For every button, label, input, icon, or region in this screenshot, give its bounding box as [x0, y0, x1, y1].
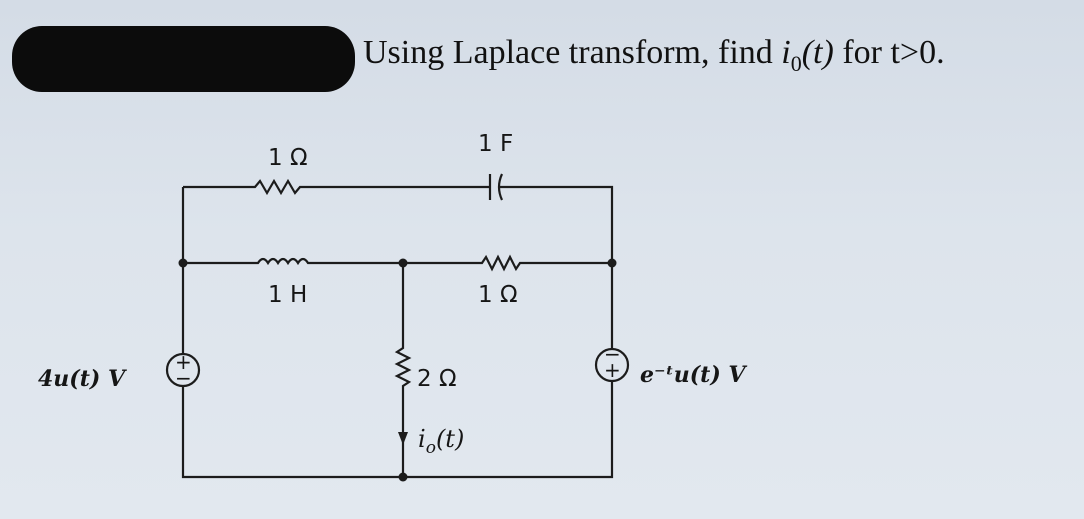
capacitor-label: 1 F: [478, 131, 513, 157]
current-subscript: 0: [790, 50, 802, 76]
current-symbol: i: [781, 34, 791, 71]
resistor-center-label: 2 Ω: [417, 366, 457, 392]
right-resistor-wire: [403, 254, 612, 272]
node-center: [398, 258, 408, 268]
inductor-wire: [183, 257, 403, 266]
source-left-label: 4u(t) V: [38, 366, 127, 392]
top-wire: [183, 178, 614, 263]
source-right-label: e⁻ᵗu(t) V: [640, 362, 747, 388]
source-right-minus: −: [604, 342, 621, 366]
current-arg: (t): [801, 34, 834, 71]
resistor-top-label: 1 Ω: [268, 145, 308, 171]
source-left-minus: −: [175, 366, 192, 390]
source-right-circle: [594, 347, 630, 383]
capacitor-plate-right: [497, 173, 504, 201]
right-wire: [403, 263, 614, 479]
question-suffix: for t>0.: [833, 34, 945, 71]
node-bottom: [398, 472, 408, 482]
question-text: Using Laplace transform, find i0(t) for …: [363, 34, 1075, 84]
current-arrow: [398, 432, 408, 445]
source-left-plus: +: [175, 350, 192, 374]
current-label-arg: (t): [436, 425, 464, 453]
center-branch: [394, 263, 412, 477]
question-prefix: Using Laplace transform, find: [363, 34, 782, 71]
source-right-plus: +: [604, 358, 621, 382]
current-label: io(t): [418, 425, 464, 458]
inductor-label: 1 H: [268, 282, 307, 308]
node-right: [607, 258, 617, 268]
left-wire: [181, 187, 403, 479]
source-left-circle: [165, 352, 201, 388]
current-label-symbol: i: [418, 425, 426, 453]
current-label-sub: o: [426, 438, 436, 458]
resistor-right-label: 1 Ω: [478, 282, 518, 308]
redaction-bar: [12, 26, 355, 92]
node-left: [178, 258, 188, 268]
